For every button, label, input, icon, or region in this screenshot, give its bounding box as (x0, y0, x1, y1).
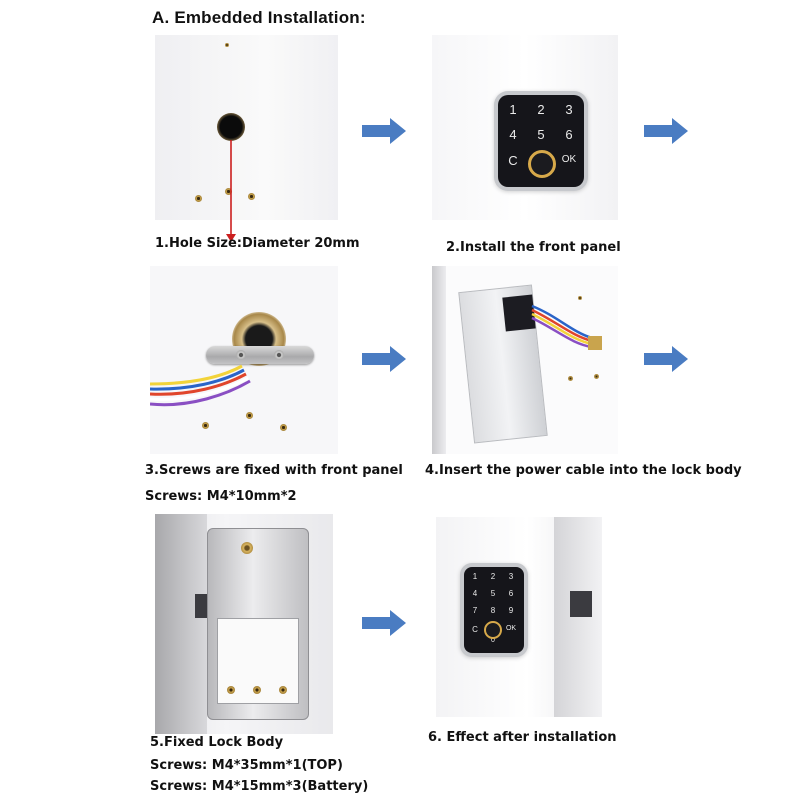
key-0: 0 (491, 637, 495, 644)
key-4: 4 (509, 127, 517, 142)
wall-edge (155, 514, 207, 734)
battery-screw-icon (227, 686, 235, 694)
key-8: 8 (490, 606, 496, 615)
screw-hole-icon (568, 376, 573, 381)
screw-hole-icon (225, 188, 232, 195)
key-9: 9 (508, 606, 514, 615)
screw-hole-icon (248, 193, 255, 200)
screw-hole-icon (578, 296, 582, 300)
step-3-caption: 3.Screws are fixed with front panel (145, 463, 403, 478)
next-step-arrow-icon (644, 346, 688, 372)
key-6: 6 (565, 127, 573, 142)
step-2-caption: 2.Install the front panel (446, 240, 621, 255)
key-c: C (472, 625, 478, 634)
battery-screw-icon (279, 686, 287, 694)
bracket-screw-icon (274, 350, 284, 360)
step-5-screws-top: Screws: M4*35mm*1(TOP) (150, 758, 343, 773)
fingerprint-sensor-icon (484, 621, 502, 639)
key-5: 5 (537, 127, 545, 142)
hole-icon (217, 113, 245, 141)
key-4: 4 (472, 589, 478, 598)
screw-hole-icon (280, 424, 287, 431)
key-2: 2 (490, 572, 496, 581)
wire-bundle (150, 364, 251, 407)
photo-hole (155, 35, 338, 220)
step-1-caption: 1.Hole Size:Diameter 20mm (155, 236, 360, 251)
page-title: A. Embedded Installation: (152, 8, 366, 27)
latch-bolt (570, 591, 592, 617)
key-ok: OK (561, 154, 577, 165)
door-edge (554, 517, 602, 717)
keypad-panel: 1 2 3 4 5 6 C OK (498, 95, 584, 187)
key-7: 7 (472, 606, 478, 615)
screw-hole-icon (225, 43, 229, 47)
photo-installed-effect: 1 2 3 4 5 6 7 8 9 C 0 OK (436, 517, 602, 717)
photo-lock-body-cable (432, 266, 618, 454)
key-ok: OK (505, 625, 517, 632)
step-4-caption: 4.Insert the power cable into the lock b… (425, 463, 742, 478)
photo-fixed-lock-body (155, 514, 333, 734)
fingerprint-sensor-icon (528, 150, 556, 178)
key-1: 1 (509, 102, 517, 117)
mounting-clip (195, 594, 209, 618)
wall-edge (432, 266, 446, 454)
step-5-caption: 5.Fixed Lock Body (150, 735, 284, 750)
power-cable (531, 304, 602, 350)
screw-hole-icon (202, 422, 209, 429)
key-3: 3 (508, 572, 514, 581)
battery-screw-icon (253, 686, 261, 694)
next-step-arrow-icon (362, 118, 406, 144)
photo-front-panel: 1 2 3 4 5 6 C OK (432, 35, 618, 220)
screw-hole-icon (594, 374, 599, 379)
next-step-arrow-icon (362, 346, 406, 372)
installed-keypad-panel: 1 2 3 4 5 6 7 8 9 C 0 OK (464, 567, 524, 653)
key-c: C (508, 153, 518, 168)
key-5: 5 (490, 589, 496, 598)
screw-hole-icon (246, 412, 253, 419)
key-1: 1 (472, 572, 478, 581)
photo-screws-bracket (150, 266, 338, 454)
metal-bracket (206, 346, 314, 364)
step-6-caption: 6. Effect after installation (428, 730, 617, 745)
step-5-screws-battery: Screws: M4*15mm*3(Battery) (150, 779, 369, 794)
key-3: 3 (565, 102, 573, 117)
next-step-arrow-icon (362, 610, 406, 636)
key-6: 6 (508, 589, 514, 598)
key-2: 2 (537, 102, 545, 117)
bracket-screw-icon (236, 350, 246, 360)
screw-hole-icon (195, 195, 202, 202)
next-step-arrow-icon (644, 118, 688, 144)
top-screw-icon (241, 542, 253, 554)
step-3-screws: Screws: M4*10mm*2 (145, 489, 297, 504)
